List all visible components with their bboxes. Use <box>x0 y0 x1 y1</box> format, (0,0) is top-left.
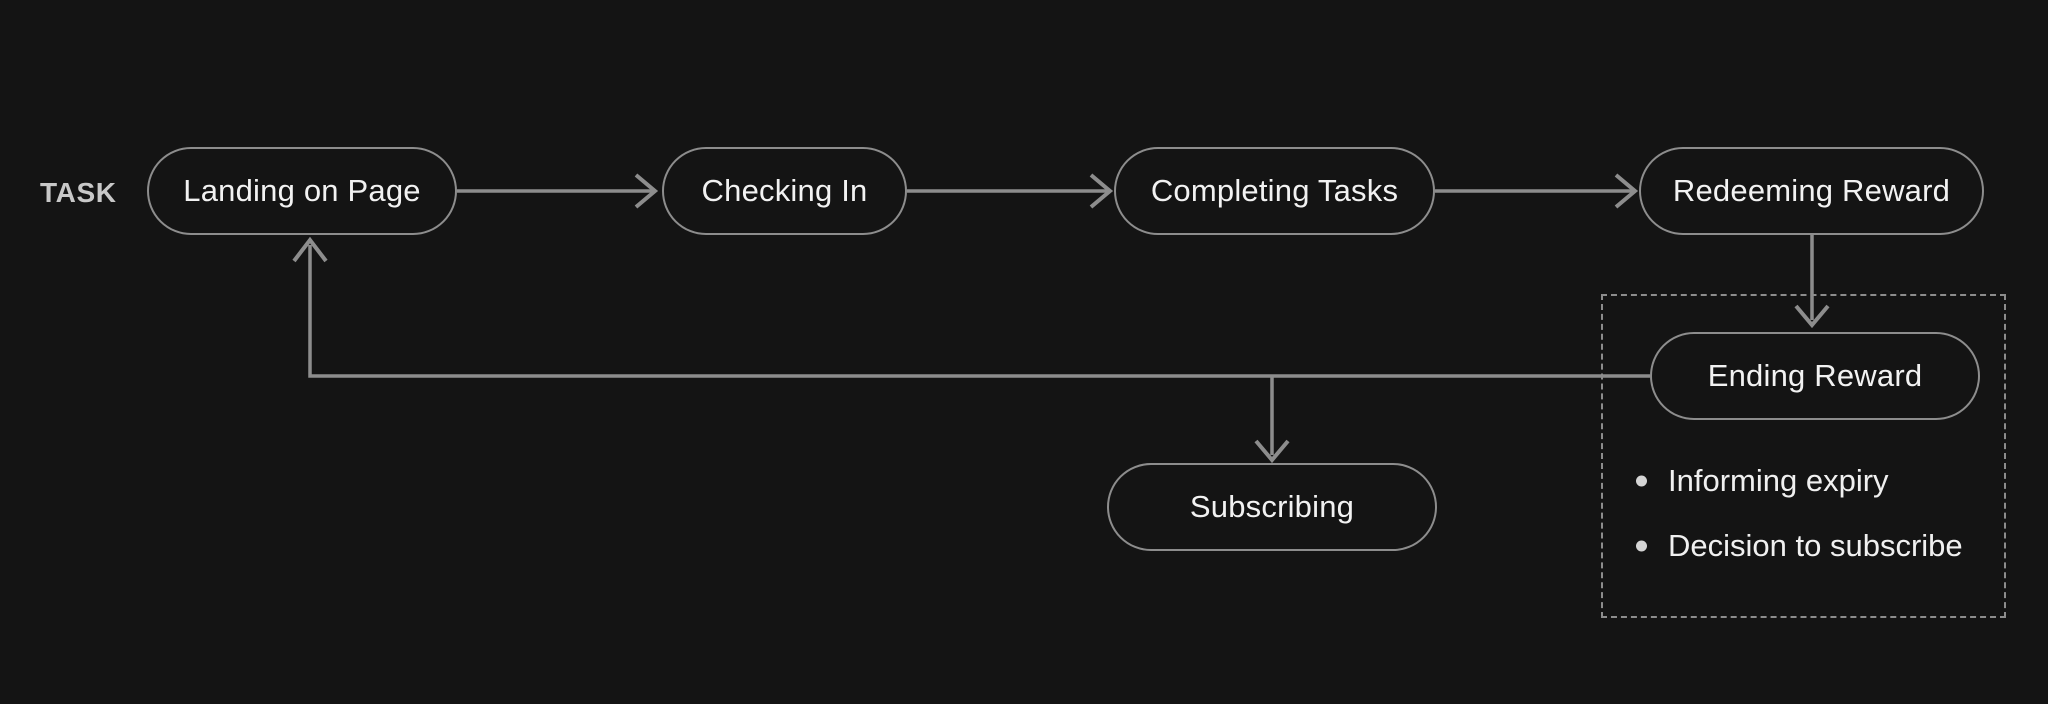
edge-checkin-to-tasks <box>907 173 1114 209</box>
edge-landing-to-checkin <box>457 173 659 209</box>
node-ending-reward[interactable]: Ending Reward <box>1650 332 1980 420</box>
node-completing-tasks[interactable]: Completing Tasks <box>1114 147 1435 235</box>
node-redeeming-reward[interactable]: Redeeming Reward <box>1639 147 1984 235</box>
bullet-dot-icon <box>1636 475 1647 486</box>
node-checking-in[interactable]: Checking In <box>662 147 907 235</box>
node-landing-on-page[interactable]: Landing on Page <box>147 147 457 235</box>
list-item: Decision to subscribe <box>1630 530 1963 561</box>
node-subscribing[interactable]: Subscribing <box>1107 463 1437 551</box>
section-label-task: TASK <box>40 177 117 208</box>
bullet-dot-icon <box>1636 540 1647 551</box>
ending-reward-bullet-list: Informing expiry Decision to subscribe <box>1630 465 1963 595</box>
edge-tasks-to-redeeming <box>1435 173 1639 209</box>
ending-reward-group-box <box>1601 294 2006 618</box>
bullet-text: Informing expiry <box>1668 463 1889 498</box>
edge-branch-to-subscribing <box>1254 376 1290 464</box>
edge-ending-to-landing <box>292 236 1650 378</box>
bullet-text: Decision to subscribe <box>1668 528 1963 563</box>
list-item: Informing expiry <box>1630 465 1963 496</box>
